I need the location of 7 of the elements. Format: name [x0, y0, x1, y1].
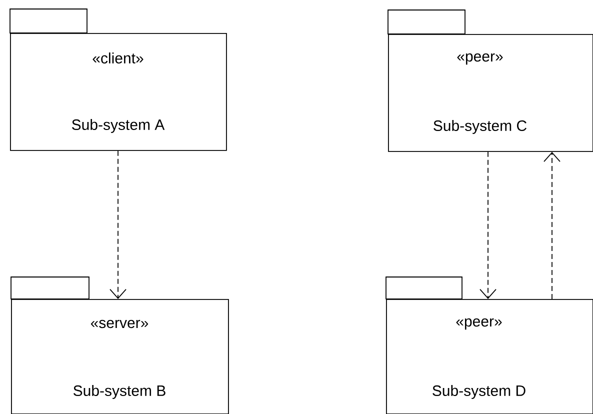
package-box: «peer» Sub-system D	[386, 276, 593, 414]
dependency-arrow	[110, 150, 126, 299]
package-box: «peer» Sub-system C	[388, 10, 593, 152]
package-box: «client» Sub-system A	[10, 8, 227, 151]
dependency-arrow	[544, 152, 560, 300]
dependency-arrow	[480, 151, 496, 299]
package-box: «server» Sub-system B	[10, 276, 229, 414]
